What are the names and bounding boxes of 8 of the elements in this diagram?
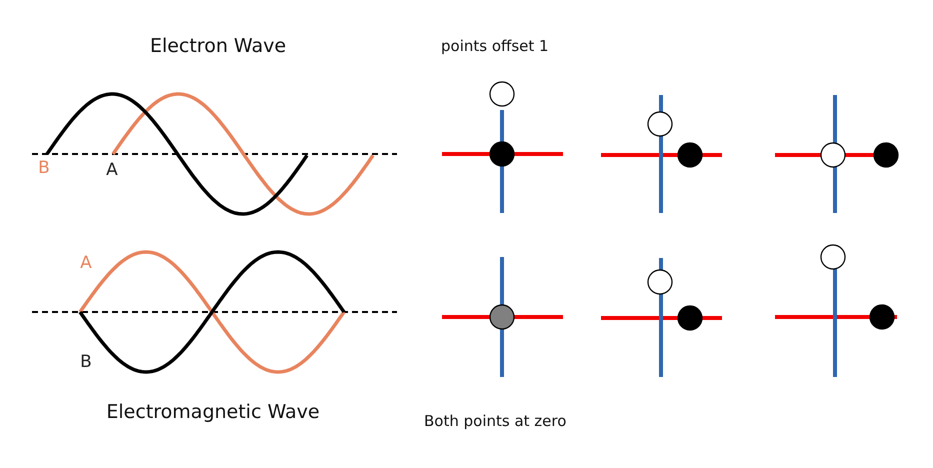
wave-label: B — [80, 352, 92, 372]
wave-label: B — [38, 158, 50, 178]
panel-title: points offset 1 — [441, 37, 549, 55]
wave-label: A — [106, 160, 118, 180]
panel-title: Electron Wave — [150, 34, 286, 57]
panel-title: Electromagnetic Wave — [106, 400, 320, 423]
panel-title: Both points at zero — [424, 412, 566, 430]
wave-label: A — [80, 252, 92, 273]
